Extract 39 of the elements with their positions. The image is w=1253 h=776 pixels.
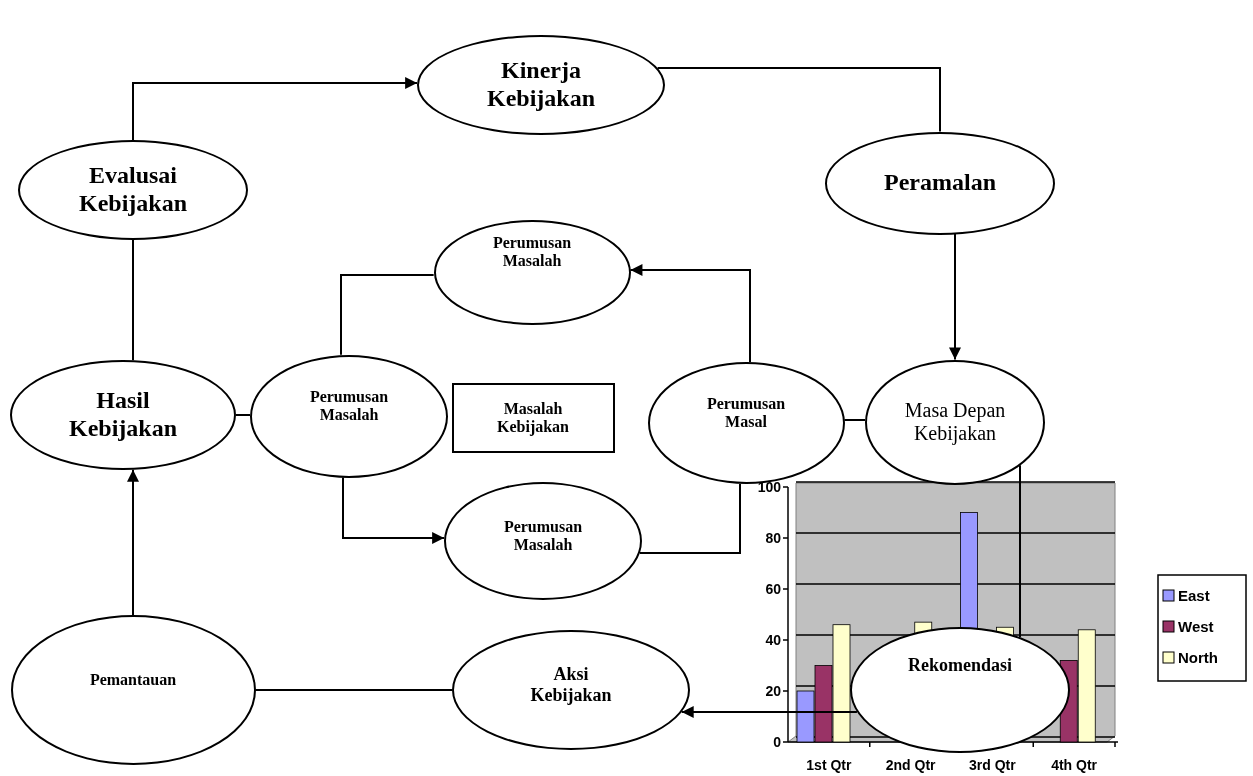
- tick-label: 80: [765, 530, 781, 546]
- node-label: Evalusai Kebijakan: [78, 162, 188, 218]
- node-label: Aksi Kebijakan: [529, 664, 613, 706]
- chart-legend: East West North: [1157, 574, 1247, 682]
- tick-label: 60: [765, 581, 781, 597]
- connector-line: [843, 419, 867, 421]
- connector-line: [1019, 464, 1021, 639]
- category-label: 1st Qtr: [806, 757, 852, 773]
- tick-label: 0: [773, 734, 781, 750]
- tick-label: 20: [765, 683, 781, 699]
- node-label: Perumusan Masalah: [502, 517, 584, 555]
- tick-label: 40: [765, 632, 781, 648]
- category-label: 3rd Qtr: [969, 757, 1016, 773]
- node-label: Masa Depan Kebijakan: [903, 399, 1007, 445]
- node-label: Pemantauan: [89, 670, 177, 690]
- arrow: [629, 264, 751, 364]
- node-label: Perumusan Masalah: [491, 233, 573, 271]
- category-label: 4th Qtr: [1051, 757, 1098, 773]
- arrow: [680, 706, 858, 718]
- connector-line: [235, 414, 251, 416]
- process-box: [451, 383, 615, 453]
- node-label: Perumusan Masal: [705, 394, 787, 432]
- connector-line: [340, 274, 435, 356]
- tick-label: 100: [757, 479, 781, 495]
- node-label: Masalah Kebijakan: [496, 399, 570, 437]
- node-label: Hasil Kebijakan: [68, 387, 178, 443]
- connector-line: [656, 67, 941, 133]
- arrow: [342, 476, 446, 544]
- arrow: [949, 233, 961, 361]
- connector-line: [638, 482, 741, 554]
- arrow: [127, 468, 139, 616]
- node-label: Perumusan Masalah: [308, 387, 390, 425]
- node-label: Kinerja Kebijakan: [486, 57, 596, 113]
- connector-line: [254, 689, 453, 691]
- category-label: 2nd Qtr: [885, 757, 936, 773]
- node-label: Rekomendasi: [908, 654, 1012, 676]
- node-label: Peramalan: [884, 169, 996, 197]
- arrow: [132, 77, 419, 141]
- connector-line: [132, 239, 134, 362]
